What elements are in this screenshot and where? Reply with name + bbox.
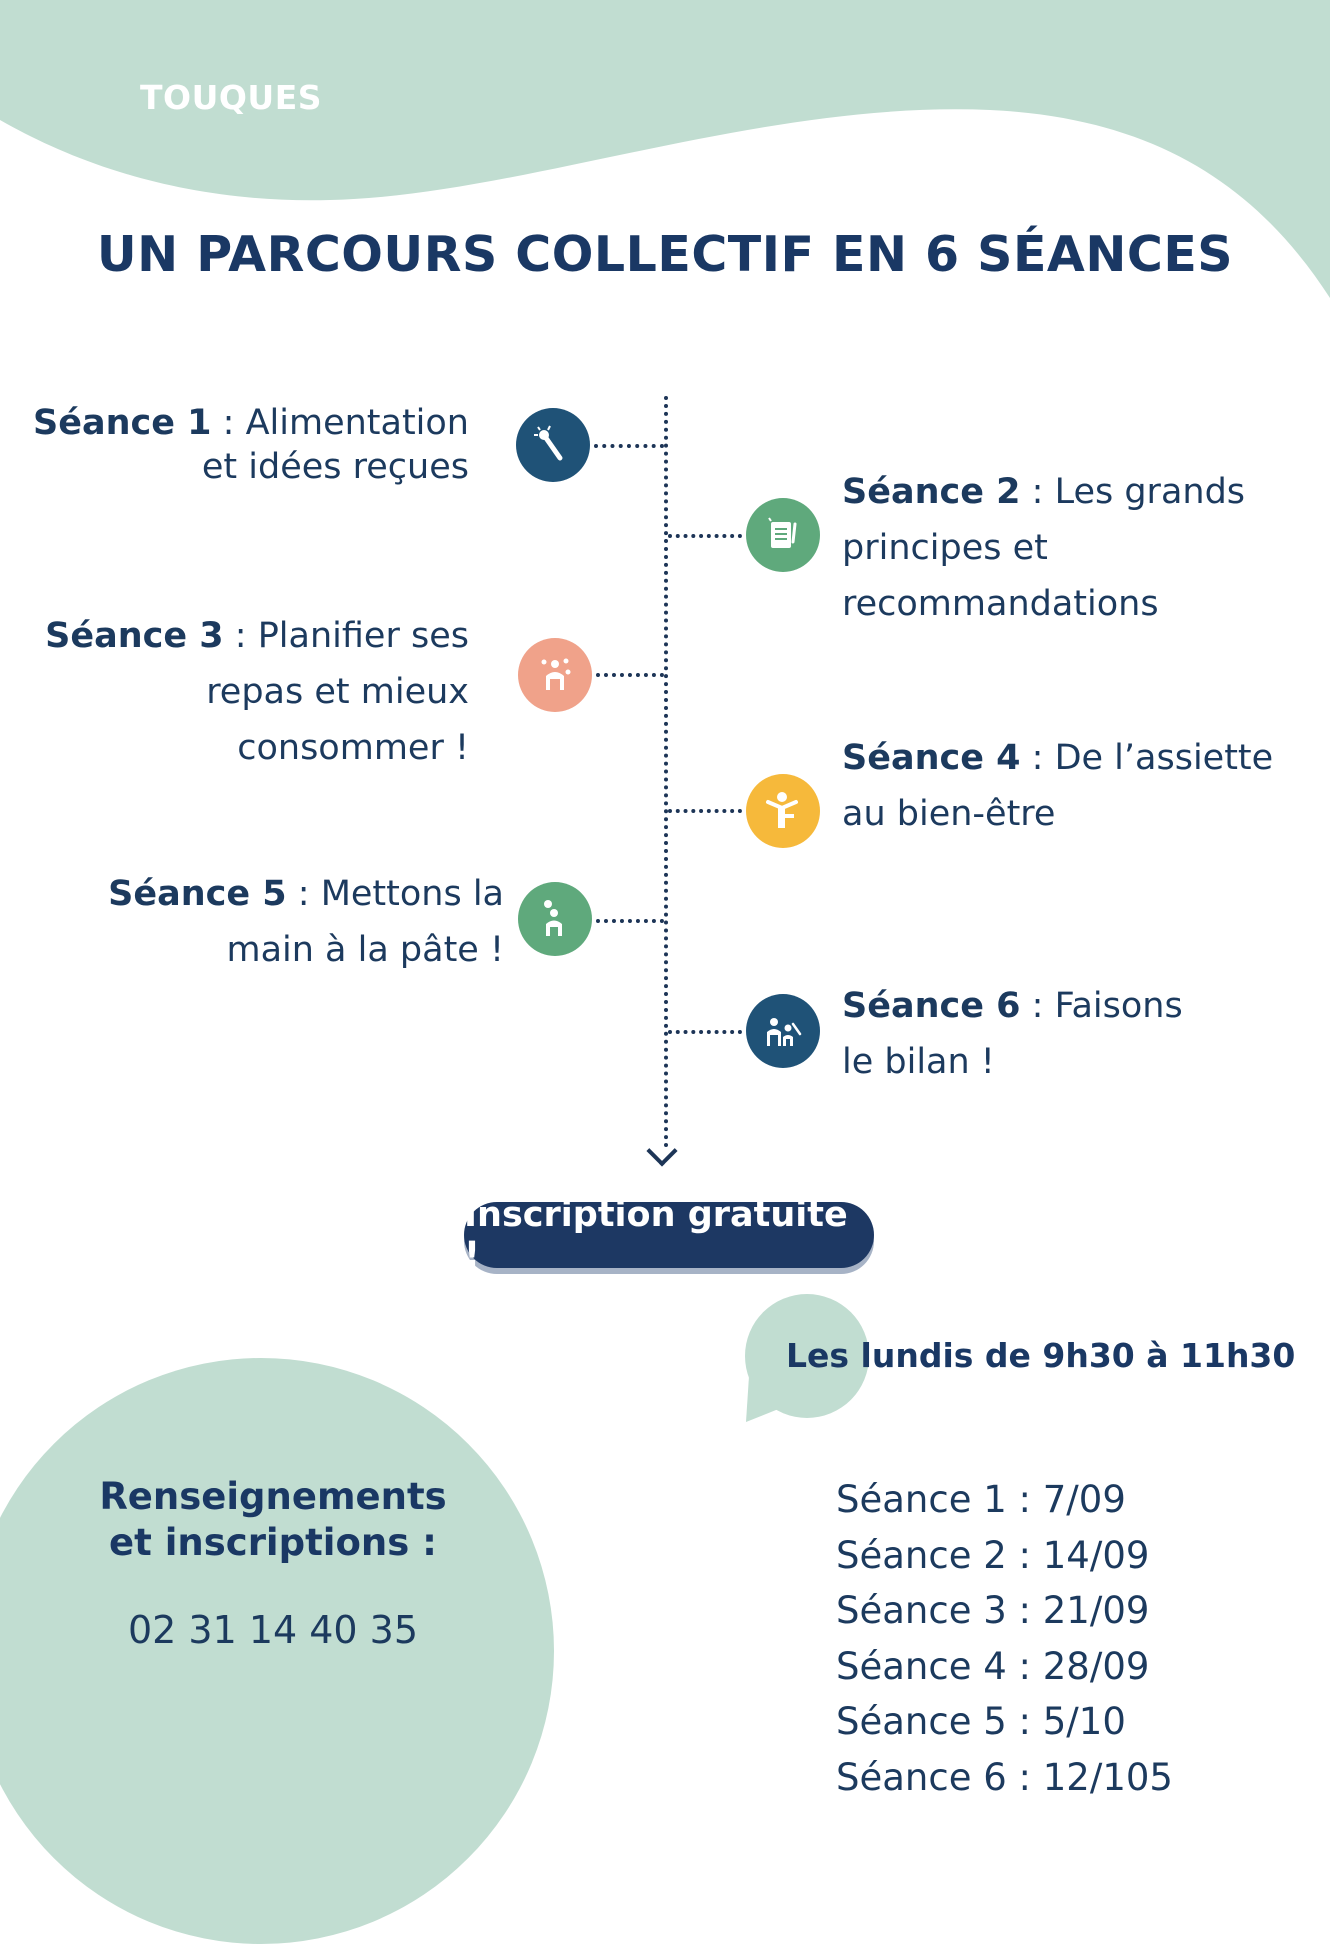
- session-label: Séance 6: [842, 986, 1021, 1026]
- juggler-icon: [541, 658, 571, 690]
- date-item: Séance 1 : 7/09: [836, 1478, 1126, 1521]
- session-label: Séance 1: [33, 403, 212, 443]
- registration-button[interactable]: Inscription gratuite !: [464, 1195, 874, 1275]
- person-cheer-icon: [766, 792, 798, 828]
- session-label: Séance 3: [45, 616, 224, 656]
- date-item: Séance 4 : 28/09: [836, 1644, 1150, 1688]
- date-item: Séance 2 : 14/09: [836, 1533, 1150, 1577]
- connector-1: [594, 444, 664, 448]
- session-label: Séance 2: [842, 472, 1021, 512]
- timeline-line: [664, 396, 668, 1148]
- notepad-icon: [768, 517, 797, 548]
- session-4-node: [746, 774, 820, 848]
- session-5-text: Séance 5 : Mettons la main à la pâte !: [108, 874, 504, 970]
- session-1-node: [516, 408, 590, 482]
- date-item: Séance 5 : 5/10: [836, 1700, 1126, 1743]
- wand-icon: [534, 425, 563, 461]
- connector-6: [668, 1030, 742, 1034]
- person-ball-icon: [544, 900, 562, 936]
- session-2-node: [746, 498, 820, 572]
- connector-5: [596, 919, 664, 923]
- brand-logo: TOUQUES: [140, 78, 323, 117]
- schedule-text: Les lundis de 9h30 à 11h30: [786, 1336, 1296, 1375]
- session-3-node: [518, 638, 592, 712]
- session-6-node: [746, 994, 820, 1068]
- session-label: Séance 4: [842, 738, 1021, 778]
- connector-2: [668, 534, 742, 538]
- connector-3: [596, 673, 664, 677]
- connector-4: [668, 809, 742, 813]
- session-2-text: Séance 2 : Les grands principes et recom…: [842, 472, 1246, 624]
- timeline-arrow-icon: [646, 1135, 678, 1167]
- page-title: UN PARCOURS COLLECTIF EN 6 SÉANCES: [96, 226, 1234, 283]
- header-wave: [0, 0, 1330, 298]
- phone-number[interactable]: 02 31 14 40 35: [127, 1608, 419, 1652]
- people-icon: [767, 1018, 802, 1046]
- dates-list: Séance 1 : 7/09 Séance 2 : 14/09 Séance …: [836, 1472, 1173, 1805]
- speech-bubble: [745, 1294, 869, 1418]
- session-6-text: Séance 6 : Faisons le bilan !: [842, 986, 1183, 1082]
- session-4-text: Séance 4 : De l’assiette au bien-être: [842, 738, 1274, 834]
- session-1-text: Séance 1 : Alimentation et idées reçues: [33, 403, 469, 487]
- contact-title: Renseignements et inscriptions :: [99, 1475, 447, 1564]
- contact-circle: [0, 1358, 554, 1944]
- session-3-text: Séance 3 : Planifier ses repas et mieux …: [45, 616, 469, 768]
- date-item: Séance 6 : 12/105: [836, 1755, 1173, 1799]
- session-5-node: [518, 882, 592, 956]
- date-item: Séance 3 : 21/09: [836, 1589, 1150, 1632]
- session-label: Séance 5: [108, 874, 287, 914]
